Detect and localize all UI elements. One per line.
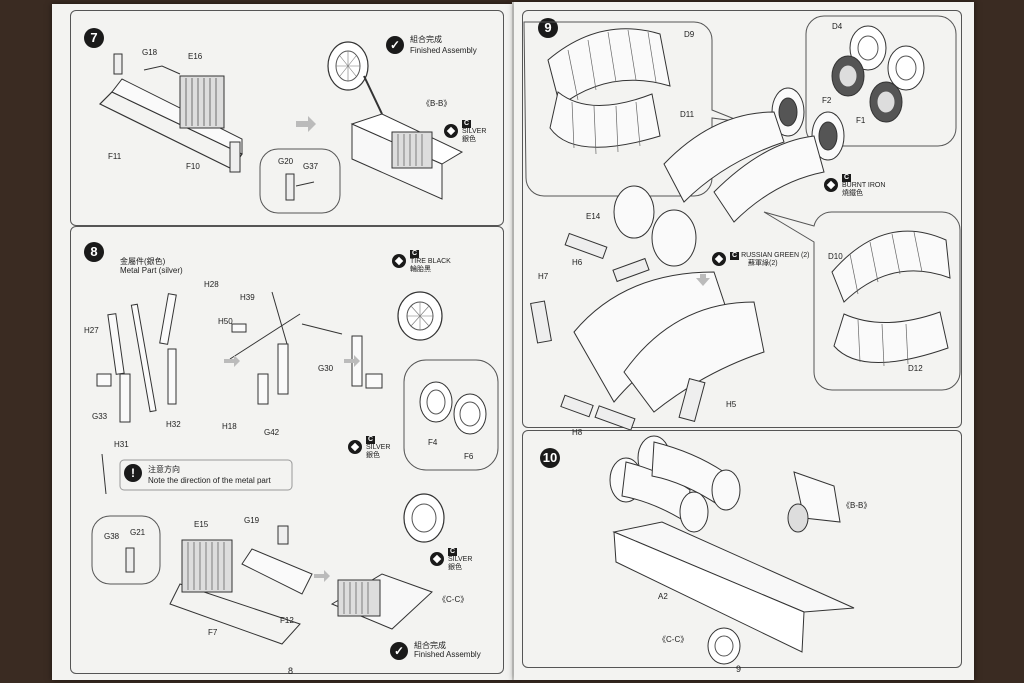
step7-number: 7: [84, 28, 104, 48]
part-label: E15: [194, 520, 209, 529]
part-label: H27: [84, 326, 99, 335]
instruction-page-right: 9: [514, 2, 974, 680]
step8-drawing: [91, 291, 499, 645]
part-label: H8: [572, 428, 583, 437]
part-label: E16: [188, 52, 203, 61]
paint-cn: 銀色: [366, 452, 380, 459]
step9-number: 9: [538, 18, 558, 38]
part-label: H6: [572, 258, 583, 267]
paint-brush-icon: [348, 440, 362, 454]
part-label: G20: [278, 157, 294, 166]
finished-check-icon: ✓: [390, 642, 408, 660]
part-label: D10: [828, 252, 843, 261]
part-label: G38: [104, 532, 120, 541]
paint-brush-icon: [430, 552, 444, 566]
paint-code-letter: C: [366, 436, 376, 444]
finished-en: Finished Assembly: [414, 650, 481, 659]
part-label: H39: [240, 293, 255, 302]
paint-cn: 銀色: [448, 564, 462, 571]
part-label: G42: [264, 428, 280, 437]
view-label: 《B-B》: [842, 501, 872, 510]
step8-panel: [70, 226, 504, 674]
instruction-page-left: 7 G18 E16 F11 F10 G20 G37 ✓ 組合完成 Finishe…: [52, 4, 514, 680]
finished-cn: 組合完成: [414, 641, 446, 650]
part-label: F2: [822, 96, 832, 105]
paint-brush-icon: [444, 124, 458, 138]
part-label: H32: [166, 420, 181, 429]
part-label: A2: [658, 592, 668, 601]
paint-name: SILVER: [462, 128, 487, 135]
step9-panel: [522, 10, 962, 428]
note-cn: 注意方向: [148, 465, 180, 474]
paint-name: SILVER: [448, 556, 473, 563]
view-label: 《B-B》: [422, 99, 452, 108]
paint-brush-icon: [712, 252, 726, 266]
paint-code-letter: C: [462, 120, 472, 128]
part-label: F6: [464, 452, 474, 461]
part-label: G21: [130, 528, 146, 537]
part-label: F1: [856, 116, 866, 125]
metal-part-en: Metal Part (silver): [120, 266, 183, 275]
part-label: H5: [726, 400, 737, 409]
part-label: H28: [204, 280, 219, 289]
part-label: G19: [244, 516, 260, 525]
step9-drawing: [523, 15, 961, 665]
paint-name: BURNT IRON: [842, 182, 886, 189]
paint-brush-icon: [392, 254, 406, 268]
step10-number: 10: [540, 448, 560, 468]
paint-brush-icon: [824, 178, 838, 192]
part-label: G33: [92, 412, 108, 421]
paint-code-letter: C: [410, 250, 420, 258]
part-label: F10: [186, 162, 200, 171]
part-label: D4: [832, 22, 843, 31]
paint-cn: 燒鐵色: [842, 190, 863, 197]
paint-cn: 輪胎黑: [410, 266, 431, 273]
paint-cn: 蘇軍綠(2): [748, 260, 778, 267]
step10-panel: [522, 430, 962, 668]
metal-part-cn: 金屬件(銀色): [120, 257, 166, 266]
part-label: F7: [208, 628, 218, 637]
view-label: 《C-C》: [438, 595, 469, 604]
part-label: G37: [303, 162, 319, 171]
part-label: F4: [428, 438, 438, 447]
finished-cn: 組合完成: [410, 35, 442, 44]
part-label: D11: [680, 110, 695, 119]
part-label: F12: [280, 616, 294, 625]
part-label: H50: [218, 317, 233, 326]
paint-code-letter: C: [842, 174, 852, 182]
part-label: G30: [318, 364, 334, 373]
part-label: E14: [586, 212, 601, 221]
part-label: H31: [114, 440, 129, 449]
view-label: 《C-C》: [658, 635, 689, 644]
paint-cn: 銀色: [462, 136, 476, 143]
part-label: H7: [538, 272, 549, 281]
part-label: G18: [142, 48, 158, 57]
part-label: F11: [108, 152, 122, 161]
paint-code-letter: C: [448, 548, 458, 556]
finished-check-icon: ✓: [386, 36, 404, 54]
part-label: H18: [222, 422, 237, 431]
paint-code-letter: C: [730, 252, 740, 260]
paint-name: RUSSIAN GREEN (2): [741, 252, 810, 259]
page-number: 8: [288, 666, 294, 676]
page-number: 9: [736, 664, 742, 674]
part-label: D12: [908, 364, 923, 373]
step7-drawing: [98, 41, 464, 214]
paint-name: TIRE BLACK: [410, 258, 451, 265]
finished-en: Finished Assembly: [410, 46, 477, 55]
paint-name: SILVER: [366, 444, 391, 451]
part-label: D9: [684, 30, 695, 39]
step7-panel: [70, 10, 504, 226]
step8-number: 8: [84, 242, 104, 262]
note-en: Note the direction of the metal part: [148, 476, 271, 485]
warning-icon: !: [124, 464, 142, 482]
